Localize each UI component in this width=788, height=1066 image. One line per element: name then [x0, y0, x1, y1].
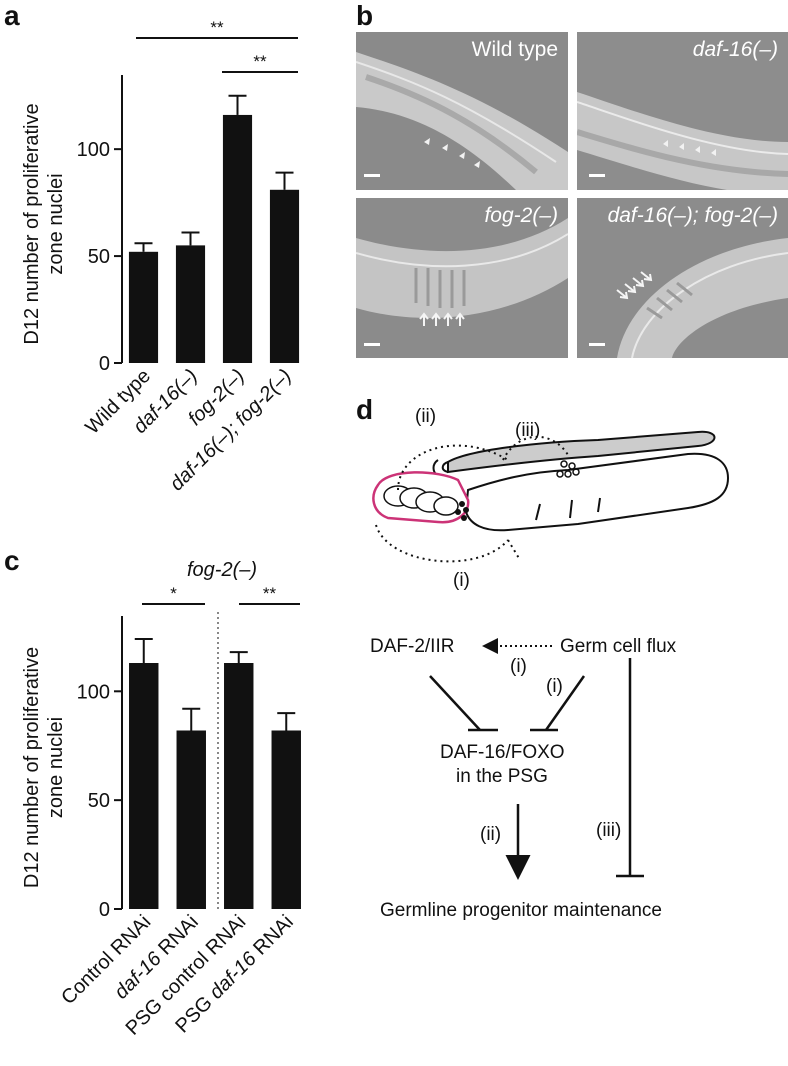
- y-tick-label: 0: [99, 353, 110, 375]
- y-tick-label: 50: [88, 246, 110, 268]
- bar: [222, 114, 253, 363]
- micrograph-label: Wild type: [471, 38, 558, 61]
- y-axis-label-line1: D12 number of proliferative: [21, 647, 43, 888]
- y-tick-label: 0: [99, 899, 110, 921]
- y-tick-label: 50: [88, 790, 110, 812]
- edge-label-flux-daf16: (i): [546, 676, 563, 697]
- bar: [128, 251, 159, 363]
- significance-label: *: [170, 584, 177, 603]
- bar: [224, 663, 254, 909]
- y-axis-label-line2: zone nuclei: [45, 717, 67, 818]
- chart-title: fog-2(–): [187, 559, 257, 581]
- node-germline-maintenance: Germline progenitor maintenance: [380, 900, 662, 920]
- worm-schematic-and-pathway: (ii) (iii) (i) DAF-2/IIR Germ cell flux …: [370, 406, 730, 920]
- panel-letter-c: c: [4, 545, 20, 576]
- edge-label-flux-germline: (iii): [596, 820, 621, 841]
- bar: [129, 663, 159, 909]
- node-daf-2: DAF-2/IIR: [370, 636, 454, 657]
- label-ii-top: (ii): [415, 406, 436, 427]
- micrograph-wild-type: Wild type: [356, 32, 568, 190]
- significance-label: **: [253, 52, 267, 71]
- micrograph-daf-16-fog-2: daf-16(–); fog-2(–): [577, 198, 788, 358]
- bar: [271, 730, 301, 909]
- edge-label-daf16-germline: (ii): [480, 824, 501, 845]
- y-axis-label-line1: D12 number of proliferative: [21, 103, 43, 344]
- node-germ-cell-flux: Germ cell flux: [560, 636, 677, 657]
- node-daf-16-line2: in the PSG: [456, 766, 548, 787]
- panel-letter-d: d: [356, 394, 374, 425]
- label-i-bottom: (i): [453, 570, 470, 591]
- panel-letter-a: a: [4, 0, 20, 31]
- y-axis-label-line2: zone nuclei: [45, 173, 67, 274]
- node-daf-16-line1: DAF-16/FOXO: [440, 742, 565, 763]
- inhibit-daf2-daf16: [429, 675, 481, 731]
- micrograph-fog-2: fog-2(–): [356, 198, 568, 358]
- worm-image: [356, 32, 568, 190]
- y-tick-label: 100: [77, 139, 110, 161]
- bar: [175, 245, 206, 363]
- bar: [176, 730, 206, 909]
- worm-image: [577, 32, 788, 190]
- edge-label-flux-daf2: (i): [510, 656, 527, 677]
- significance-label: **: [263, 584, 277, 603]
- worm-image: [356, 198, 568, 358]
- micrograph-daf-16: daf-16(–): [577, 32, 788, 190]
- panel-letter-b: b: [356, 0, 374, 31]
- inhibit-flux-daf16: [544, 675, 586, 731]
- significance-label: **: [210, 18, 224, 37]
- micrograph-label: daf-16(–); fog-2(–): [607, 204, 778, 227]
- bar: [269, 189, 300, 363]
- worm-schematic: [372, 430, 730, 563]
- micrograph-label: fog-2(–): [484, 204, 558, 227]
- micrograph-label: daf-16(–): [692, 38, 778, 61]
- y-tick-label: 100: [77, 681, 110, 703]
- worm-image: [577, 198, 788, 358]
- label-iii-top: (iii): [515, 420, 540, 441]
